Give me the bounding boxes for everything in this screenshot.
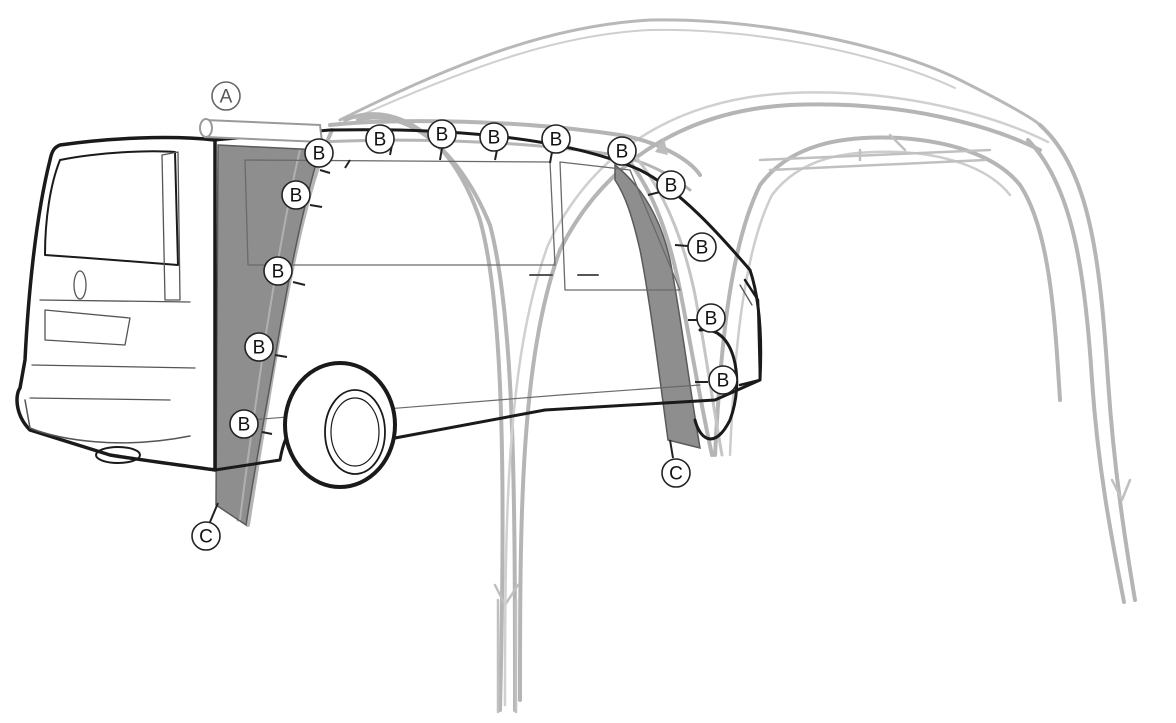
callout-b-label: B [253,338,266,359]
callout-b-label: B [436,125,449,146]
canopy-outline-inner [354,28,956,119]
callout-b-12: B [244,332,274,362]
callout-b-label: B [238,415,251,436]
callout-b-14: B [229,409,259,439]
callout-c-2: C [661,458,691,488]
vehicle-headlight [739,284,753,306]
callout-b-label: B [665,176,678,197]
arch-tube-left-inner [356,115,517,712]
arch-foot-right [1110,478,1132,502]
callout-c-1: C [191,521,221,551]
callout-c-label: C [669,464,683,485]
vehicle-badge [73,270,87,300]
callout-b-10: B [687,232,717,262]
awning-roll-end [199,118,213,138]
arch-tube-right-inner [1026,138,1126,604]
vehicle-front-wheel [693,328,739,441]
callout-b-1: B [304,138,334,168]
vehicle-rear-light [161,151,181,301]
vehicle-rear-bumper [24,399,191,444]
vehicle-rear-window [44,150,179,266]
callout-c-label: C [199,527,213,548]
callout-b-5: B [541,124,571,154]
arch-tube-center-inner [503,91,1050,707]
arch-tube-right [1038,123,1137,602]
callout-b-9: B [263,256,293,286]
vehicle-tailgate-line [29,299,196,401]
callout-b-8: B [656,170,686,200]
canopy-outline [338,18,1042,127]
callout-b-6: B [607,136,637,166]
callout-b-label: B [290,186,303,207]
arch-tube-rear-inner [728,150,1012,457]
vehicle-rear-wheel-hub [324,389,386,475]
callout-b-label: B [696,238,709,259]
callout-b-11: B [696,303,726,333]
callout-b-3: B [427,119,457,149]
awning-roll [204,118,324,144]
awning-rail [199,118,324,144]
rear-crossbar [758,133,992,172]
callout-b-label: B [313,144,326,165]
callout-b-label: B [550,130,563,151]
vehicle-rear-body [15,135,217,472]
callout-b-4: B [479,122,509,152]
vehicle-front-bumper [738,278,762,387]
callout-b-label: B [272,262,285,283]
vehicle-plate-recess [44,309,131,346]
callout-b-13: B [708,365,738,395]
callout-b-label: B [705,309,718,330]
beam-direction-arrow [655,138,668,155]
vehicle [15,128,763,489]
side-panel-right [614,163,701,450]
connector-beam-top [328,119,702,177]
vehicle-side-windows [244,159,681,291]
callout-b-2: B [365,124,395,154]
callout-a-label: A [220,87,233,108]
vehicle-rear-wheel-inner [330,397,380,467]
callout-b-label: B [488,128,501,149]
connector-arch-right-inner [628,148,724,457]
arch-tube-center [518,102,1042,702]
leader-ticks [209,144,708,523]
arch-tube-rear [713,135,1062,457]
callout-b-label: B [616,142,629,163]
callout-a: A [211,81,241,111]
callout-b-7: B [281,180,311,210]
callout-b-label: B [717,371,730,392]
vehicle-exhaust [95,446,141,464]
callout-b-label: B [374,130,387,151]
